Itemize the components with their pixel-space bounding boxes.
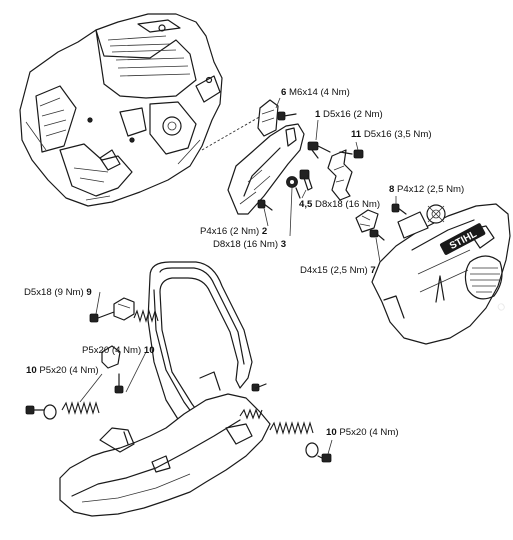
callout-10-right: 10 P5x20 (4 Nm) xyxy=(326,427,399,438)
screw-8 xyxy=(391,203,407,215)
spring-left xyxy=(61,401,100,415)
cover-knob xyxy=(426,204,446,224)
screw-10-upper xyxy=(114,373,124,394)
nut-3 xyxy=(286,176,301,199)
callout-8: 8 P4x12 (2,5 Nm) xyxy=(389,184,465,195)
screw-9 xyxy=(89,311,115,323)
screw-10-right xyxy=(317,453,332,463)
screw-10-left xyxy=(25,405,45,415)
screw-6 xyxy=(277,111,297,121)
sprocket-cover: STIHL xyxy=(371,203,511,345)
buffer-ring-left xyxy=(43,404,57,420)
callout-1: 1 D5x16 (2 Nm) xyxy=(315,109,383,120)
engine-leader-dashed xyxy=(201,111,269,151)
callout-6: 6 M6x14 (4 Nm) xyxy=(281,87,350,98)
leader-lines xyxy=(79,97,397,455)
buffer-block-middle xyxy=(101,345,121,369)
tensioner-plate xyxy=(327,149,353,201)
spring-right xyxy=(269,421,314,435)
svg-text:O: O xyxy=(495,301,508,315)
callout-3: D8x18 (16 Nm) 3 xyxy=(213,239,287,250)
spring-upper xyxy=(133,309,159,323)
screw-7 xyxy=(369,229,385,241)
stud-4-5 xyxy=(299,169,313,191)
front-handle xyxy=(147,261,253,451)
callout-11: 11 D5x16 (3,5 Nm) xyxy=(351,129,432,140)
tensioner-nut xyxy=(355,209,379,233)
callout-9: D5x18 (9 Nm) 9 xyxy=(24,287,92,298)
rear-handle-housing xyxy=(59,371,271,517)
buffer-block-upper xyxy=(113,297,135,321)
tensioner-slider xyxy=(397,211,429,239)
sprocket-cover-grille xyxy=(464,255,503,300)
spring-center xyxy=(239,408,263,420)
handle-screw-center xyxy=(251,383,267,392)
inner-side-plate xyxy=(227,123,305,215)
callout-4-5: 4,5 D8x18 (16 Nm) xyxy=(299,199,381,210)
screw-2 xyxy=(257,199,273,211)
callout-10-upper: P5x20 (4 Nm) 10 xyxy=(82,345,155,356)
callout-7: D4x15 (2,5 Nm) 7 xyxy=(300,265,376,276)
callout-10-left: 10 P5x20 (4 Nm) xyxy=(26,365,99,376)
callout-2: P4x16 (2 Nm) 2 xyxy=(200,226,268,237)
bracket-part-6 xyxy=(257,99,279,137)
screw-11 xyxy=(339,149,364,159)
buffer-ring-right xyxy=(305,442,319,458)
engine-illustration xyxy=(19,13,223,207)
screw-1 xyxy=(307,141,331,159)
